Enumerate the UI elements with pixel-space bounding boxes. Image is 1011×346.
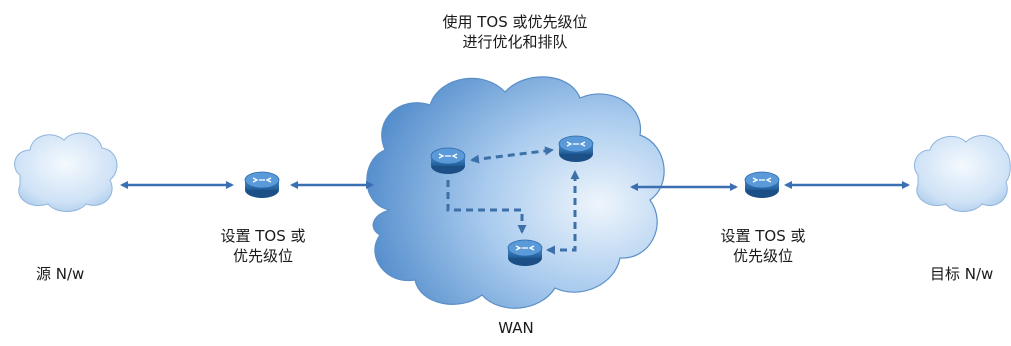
- wan-cloud-icon: [366, 76, 665, 309]
- top-caption: 使用 TOS 或优先级位 进行优化和排队: [400, 12, 630, 52]
- left-router-icon: [244, 171, 280, 199]
- dashed-link-r1-r2: [470, 146, 554, 164]
- top-caption-line2: 进行优化和排队: [462, 33, 568, 51]
- source-network-label: 源 N/w: [36, 265, 85, 283]
- left-router-label-line1: 设置 TOS 或: [220, 227, 306, 245]
- right-router-label: 设置 TOS 或 优先级位: [708, 226, 818, 266]
- source-cloud-icon: [14, 132, 118, 212]
- wan-router-1-icon: [430, 147, 466, 175]
- wan-router-3-icon: [507, 239, 543, 267]
- wan-router-2-icon: [558, 135, 594, 163]
- wan-label: WAN: [498, 319, 534, 337]
- destination-network-label: 目标 N/w: [930, 265, 994, 283]
- right-router-icon: [744, 171, 780, 199]
- left-router-label: 设置 TOS 或 优先级位: [208, 226, 318, 266]
- right-router-label-line2: 优先级位: [732, 247, 793, 265]
- right-router-label-line1: 设置 TOS 或: [720, 227, 806, 245]
- dashed-link-r3-r2: [546, 170, 580, 255]
- left-router-label-line2: 优先级位: [232, 247, 293, 265]
- destination-cloud-icon: [914, 135, 1011, 212]
- dashed-link-r1-r3: [446, 180, 527, 234]
- top-caption-line1: 使用 TOS 或优先级位: [442, 13, 588, 31]
